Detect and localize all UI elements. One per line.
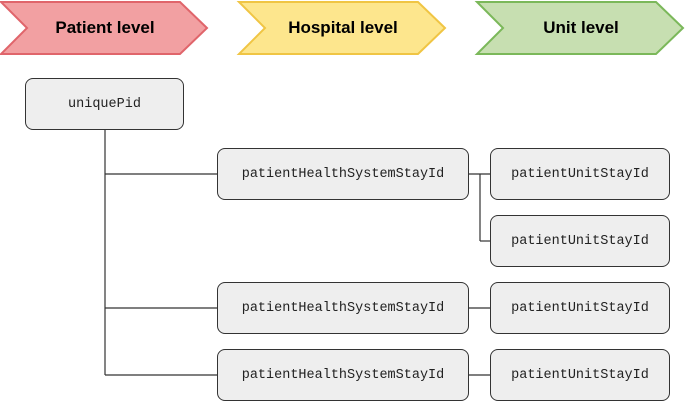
hospital-stay-node: patientHealthSystemStayId (217, 148, 469, 200)
patient-level-label: Patient level (55, 18, 155, 37)
patient-level-chevron (0, 0, 209, 55)
unit-stay-node: patientUnitStayId (490, 215, 670, 267)
hospital-level-label: Hospital level (288, 18, 398, 37)
unit-stay-node: patientUnitStayId (490, 148, 670, 200)
hospital-stay-node: patientHealthSystemStayId (217, 349, 469, 401)
hospital-stay-node: patientHealthSystemStayId (217, 282, 469, 334)
unique-pid-node: uniquePid (25, 78, 184, 130)
hospital-level-chevron (236, 0, 447, 55)
unit-level-label: Unit level (543, 18, 619, 37)
level-chevrons (0, 0, 685, 55)
unit-stay-node: patientUnitStayId (490, 349, 670, 401)
unit-level-chevron (474, 0, 685, 55)
unit-stay-node: patientUnitStayId (490, 282, 670, 334)
